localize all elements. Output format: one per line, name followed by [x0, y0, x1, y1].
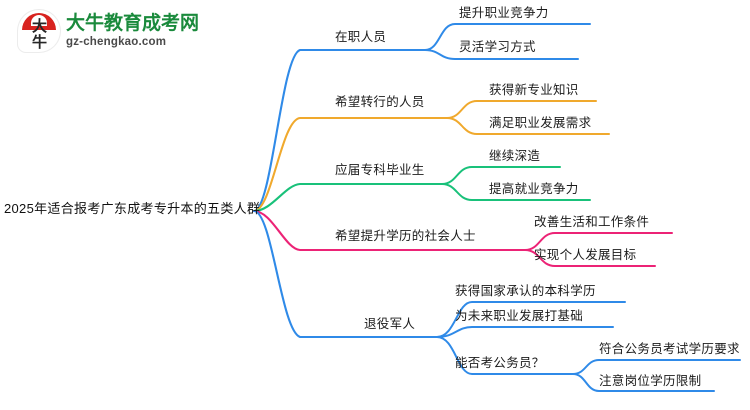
- connector-branch-4-to-child-2: [524, 249, 656, 267]
- mindmap-node-tigaojiuyejingzhengli[interactable]: 提高就业竞争力: [489, 182, 579, 196]
- connector-branch-4-to-child-1: [524, 232, 673, 251]
- connector-branch-5-to-child-2: [436, 326, 614, 338]
- mindmap-node-tishengzhiyejingzhengli[interactable]: 提升职业竞争力: [459, 6, 549, 20]
- mindmap-node-yingjiezhuankebiyesheng[interactable]: 应届专科毕业生: [335, 163, 425, 177]
- mindmap-root-label[interactable]: 2025年适合报考广东成考专升本的五类人群: [4, 201, 261, 216]
- logo-badge-text: 大牛: [18, 19, 60, 50]
- connector-branch-2-to-child-2: [446, 117, 610, 135]
- mindmap-node-tuiyijunren[interactable]: 退役军人: [364, 317, 416, 331]
- connector-branch-3-to-child-1: [441, 166, 561, 185]
- connector-root-to-branch-3: [252, 182, 444, 213]
- mindmap-node-nengfoukaogongwuyuan[interactable]: 能否考公务员？: [455, 356, 545, 370]
- logo-arc-hole-shape: [31, 15, 47, 26]
- connector-branch-2-to-child-1: [446, 100, 597, 119]
- mindmap-node-shixiangerenfazhanmubiao[interactable]: 实现个人发展目标: [534, 248, 637, 262]
- logo-subtitle-url: gz-chengkao.com: [66, 36, 167, 48]
- site-logo: 大牛 大牛教育成考网 gz-chengkao.com: [0, 0, 215, 62]
- mindmap-node-manzuzhiyefazhanxuqiu[interactable]: 满足职业发展需求: [489, 116, 592, 130]
- mindmap-node-weiweilaizhiyefazhandajichu[interactable]: 为未来职业发展打基础: [455, 309, 584, 323]
- connector-child-3-to-grandchild-2: [572, 373, 715, 392]
- mindmap-node-zaizhirenyuan[interactable]: 在职人员: [335, 30, 387, 44]
- connector-branch-1-to-child-2: [424, 49, 579, 60]
- mindmap-node-gaishanshenghuohegongzuotiaojian[interactable]: 改善生活和工作条件: [534, 215, 650, 229]
- logo-badge-char-2: 牛: [31, 34, 47, 51]
- logo-badge-char-1: 大: [31, 18, 47, 35]
- connector-branch-5-to-child-3: [436, 336, 574, 375]
- mindmap-node-xiwangtishengxuelideshehuirenshi[interactable]: 希望提升学历的社会人士: [335, 229, 476, 243]
- mindmap-node-jixushenzao[interactable]: 继续深造: [489, 149, 541, 163]
- mindmap-node-huodexinzhuanyezhishi[interactable]: 获得新专业知识: [489, 83, 579, 97]
- connector-root-to-branch-1: [252, 48, 427, 213]
- logo-badge-icon: 大牛: [18, 10, 60, 52]
- mindmap-node-fuhegongwuyuankaoshixueliyaoqiu[interactable]: 符合公务员考试学历要求: [599, 342, 740, 356]
- mindmap-node-zhuyigangweixuelixianzhi[interactable]: 注意岗位学历限制: [599, 374, 702, 388]
- connector-root-to-branch-5: [252, 209, 439, 339]
- mindmap-node-huodeguojiachengrendebenkexueli[interactable]: 获得国家承认的本科学历: [455, 284, 596, 298]
- mindmap-node-xiwangzhuanxingderenyuan[interactable]: 希望转行的人员: [335, 95, 425, 109]
- connector-child-3-to-grandchild-1: [572, 359, 741, 375]
- connector-branch-3-to-child-2: [441, 183, 591, 201]
- connector-branch-1-to-child-1: [424, 23, 591, 51]
- logo-text-block: 大牛教育成考网 gz-chengkao.com: [66, 13, 199, 49]
- connector-root-to-branch-4: [252, 209, 527, 252]
- logo-title: 大牛教育成考网: [66, 13, 200, 34]
- mindmap-node-linghuoxuexifangshi[interactable]: 灵活学习方式: [459, 40, 536, 54]
- connector-root-to-branch-2: [252, 116, 449, 213]
